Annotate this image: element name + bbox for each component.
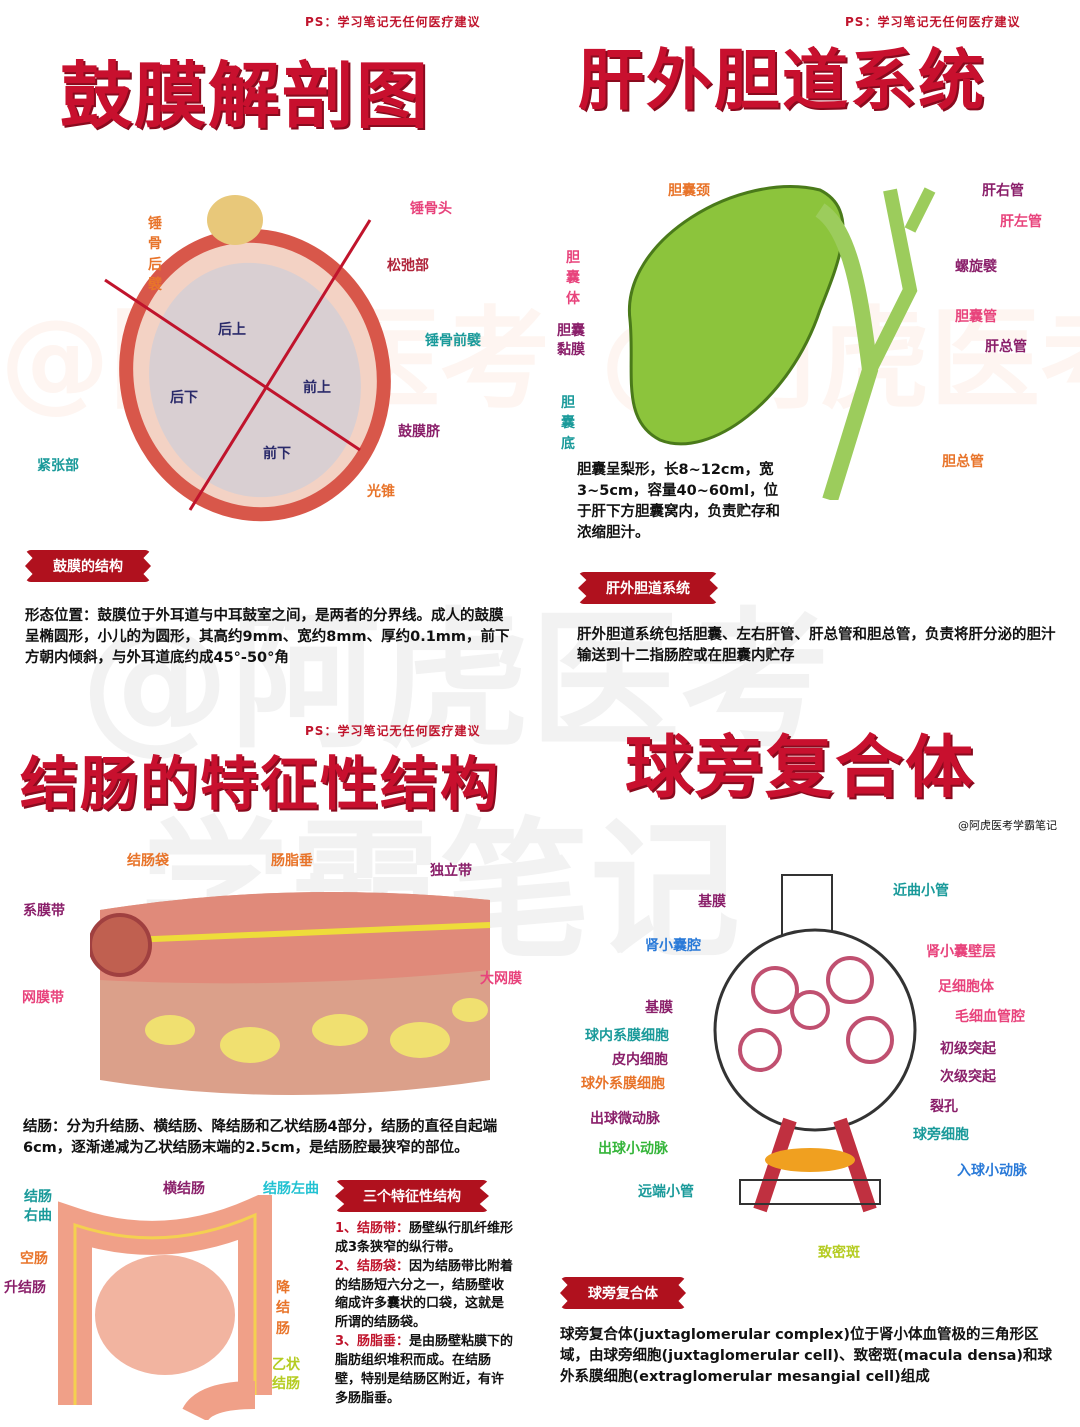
label: 鼓膜脐 [398,424,440,440]
eardrum-text: 形态位置：鼓膜位于外耳道与中耳鼓室之间，是两者的分界线。成人的鼓膜呈椭圆形，小儿… [25,608,510,667]
label: 后下 [170,390,198,406]
label: 肝左管 [1000,214,1042,230]
jg-text: 球旁复合体(juxtaglomerular complex)位于肾小体血管极的三… [560,1327,1052,1386]
label: 锤骨后襞 [148,216,162,293]
colon-text: 结肠：分为升结肠、横结肠、降结肠和乙状结肠4部分，结肠的直径自起端6cm，逐渐递… [23,1119,498,1157]
colon-illustration [90,892,491,1095]
page-title-eardrum: 鼓膜解剖图 [60,54,431,138]
feature-item: 3、肠脂垂：是由肠壁粘膜下的脂肪组织堆积而成。在结肠壁，特别是结肠区附近，有许多… [335,1334,514,1406]
label: 降结肠 [276,1280,290,1337]
label: 球内系膜细胞 [585,1028,669,1044]
label: 空肠 [20,1251,48,1267]
label: 肝右管 [982,183,1024,199]
label: 胆囊管 [955,309,997,325]
label: 结肠右曲 [24,1189,52,1224]
page-title-colon: 结肠的特征性结构 [20,750,501,818]
label: 前上 [303,380,331,396]
ps-note: PS：学习笔记无任何医疗建议 [305,724,481,738]
label: 乙状结肠 [272,1357,300,1392]
section-header: 鼓膜的结构 [25,550,151,582]
label: 胆囊底 [561,395,575,452]
label: 肾小囊腔 [645,938,701,954]
label: 入球小动脉 [957,1163,1027,1179]
label: 结肠袋 [127,853,169,869]
page-title-jg: 球旁复合体 [625,729,976,808]
label: 独立带 [430,863,472,879]
label: 光锥 [367,484,395,500]
label: 肠脂垂 [271,853,313,869]
large-intestine-illustration [58,1195,272,1420]
biliary-text: 肝外胆道系统包括胆囊、左右肝管、肝总管和胆总管，负责将肝分泌的胆汁输送到十二指肠… [577,627,1056,665]
label: 基膜 [698,894,726,910]
label: 肝总管 [985,339,1027,355]
label: 肾小囊壁层 [926,944,996,960]
gallbladder-note: 胆囊呈梨形，长8~12cm，宽3~5cm，容量40~60ml，位于肝下方胆囊窝内… [577,462,780,542]
feature-item: 1、结肠带：肠壁纵行肌纤维形成3条狭窄的纵行带。 [335,1221,514,1255]
label: 网膜带 [22,990,64,1006]
label: 松弛部 [387,258,429,274]
label: 前下 [263,446,291,462]
label: 致密斑 [818,1245,860,1261]
label: 横结肠 [163,1181,205,1197]
label: 裂孔 [930,1099,958,1115]
label: 锤骨头 [410,201,452,217]
label: 系膜带 [23,903,65,919]
label: 大网膜 [480,971,522,987]
label: 毛细血管腔 [955,1009,1025,1025]
label: 出球微动脉 [590,1111,660,1127]
ps-note: PS：学习笔记无任何医疗建议 [305,15,481,29]
section-header: 肝外胆道系统 [578,572,718,604]
label: 胆囊颈 [668,183,710,199]
section-header: 球旁复合体 [560,1277,686,1309]
section-header: 三个特征性结构 [335,1180,489,1212]
feature-item: 2、结肠袋：因为结肠带比附着的结肠短六分之一，结肠壁收缩成许多囊状的口袋，这就是… [335,1258,514,1331]
label: 紧张部 [37,458,79,474]
label: 胆囊体 [566,250,580,307]
page-title-biliary: 肝外胆道系统 [578,42,986,119]
label: 皮内细胞 [612,1052,668,1068]
label: 出球小动脉 [598,1141,668,1157]
label: 足细胞体 [938,979,994,995]
label: 锤骨前襞 [425,333,481,349]
label: 近曲小管 [893,883,949,899]
label: 胆总管 [942,454,984,470]
glomerulus-illustration [713,874,917,1213]
label: 升结肠 [4,1280,46,1296]
eardrum-illustration [104,195,391,522]
label: 球外系膜细胞 [581,1076,665,1092]
label: 结肠左曲 [263,1181,319,1197]
gallbladder-illustration [628,185,936,500]
label: 远端小管 [638,1184,694,1200]
label: 次级突起 [940,1069,996,1085]
label: 螺旋襞 [955,259,997,275]
ps-note: PS：学习笔记无任何医疗建议 [845,15,1021,29]
label: 后上 [218,322,246,338]
label: 初级突起 [940,1041,996,1057]
credit: @阿虎医考学霸笔记 [958,819,1057,832]
label: 基膜 [645,1000,673,1016]
label: 胆囊黏膜 [557,323,585,358]
label: 球旁细胞 [913,1127,969,1143]
